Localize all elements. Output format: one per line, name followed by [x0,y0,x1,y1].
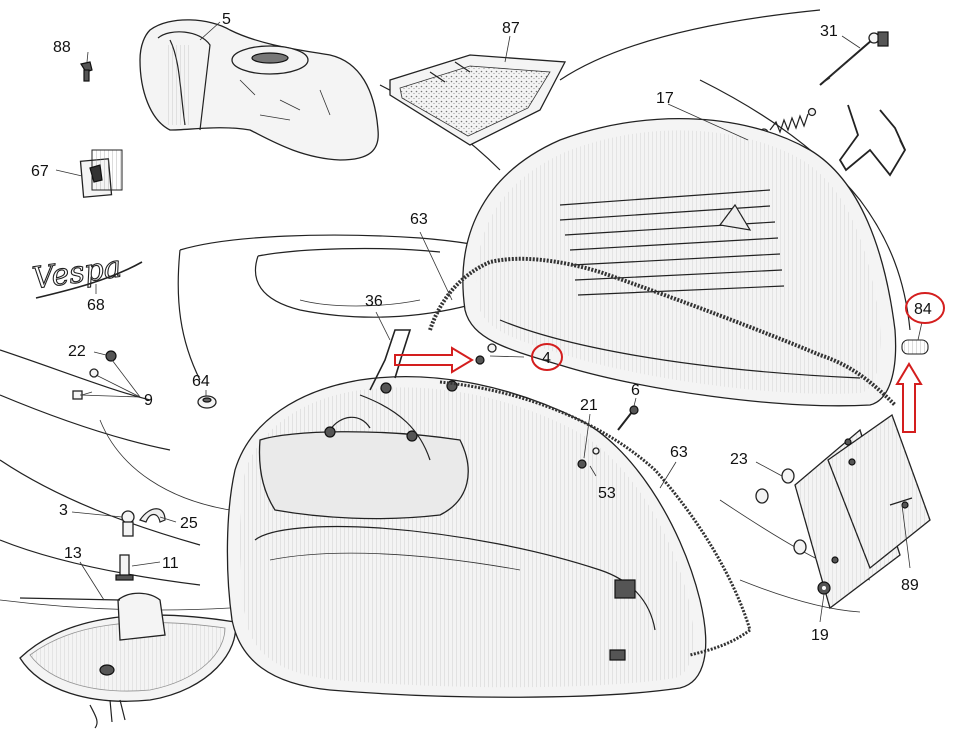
engine-cowl-part [462,117,897,407]
bolt-11-part [115,554,134,581]
horn-cover-5-part [139,19,379,161]
callout-23: 23 [730,451,748,468]
screw-88-part [80,61,93,82]
fasteners-21-53-part [577,447,600,469]
highlight-circle-4 [531,343,563,371]
callout-68: 68 [87,297,105,314]
buffer-84-part [901,339,929,355]
floor-cover-13-part [19,592,237,729]
wire-clip-part [838,104,907,177]
callout-64: 64 [192,373,210,390]
nut-19-part [817,581,831,595]
grommet-64-part [197,395,217,409]
callout-3: 3 [59,502,68,519]
callout-25: 25 [180,515,198,532]
callout-9: 9 [144,392,153,409]
gasket-strip-63-part [439,380,752,657]
callout-11: 11 [162,555,179,572]
cable-end-4-part [475,343,497,365]
callout-labels: 88 5 87 31 17 67 68 63 84 36 4 22 9 64 2… [31,11,932,644]
highlight-circle-84 [905,292,945,324]
callout-19: 19 [811,627,829,644]
rod-31-part [819,31,889,86]
bolt-6-part [617,405,639,431]
callout-6: 6 [631,382,640,399]
callout-17: 17 [656,90,674,107]
badge-67-part [79,149,123,198]
callout-31: 31 [820,23,838,40]
mat-tray-87-part [389,54,567,146]
clip-25-part [139,508,166,523]
highlight-arrow-to-84 [895,362,923,433]
callout-4: 4 [542,350,551,367]
spacers-23-part [755,468,807,555]
callout-13: 13 [64,545,82,562]
callout-67: 67 [31,163,49,180]
clips-9-part [72,368,99,400]
vespa-logo-68-part: Vespa [30,249,143,299]
callout-87: 87 [502,20,520,37]
highlight-arrow-to-4 [394,346,474,374]
callout-22: 22 [68,343,86,360]
leader-lines [55,21,923,623]
callout-21: 21 [580,397,598,414]
callout-84: 84 [914,301,932,318]
screw-3-part [121,510,135,537]
washer-22-part [105,350,117,362]
upper-gasket-63-part [428,256,897,407]
callout-63-upper: 63 [410,211,428,228]
plates-89-part [794,413,931,610]
callout-63-lower: 63 [670,444,688,461]
callout-53: 53 [598,485,616,502]
vespa-logo-text: Vespa [30,249,123,296]
callout-36: 36 [365,293,383,310]
callout-5: 5 [222,11,231,28]
callout-89: 89 [901,577,919,594]
callout-88: 88 [53,39,71,56]
